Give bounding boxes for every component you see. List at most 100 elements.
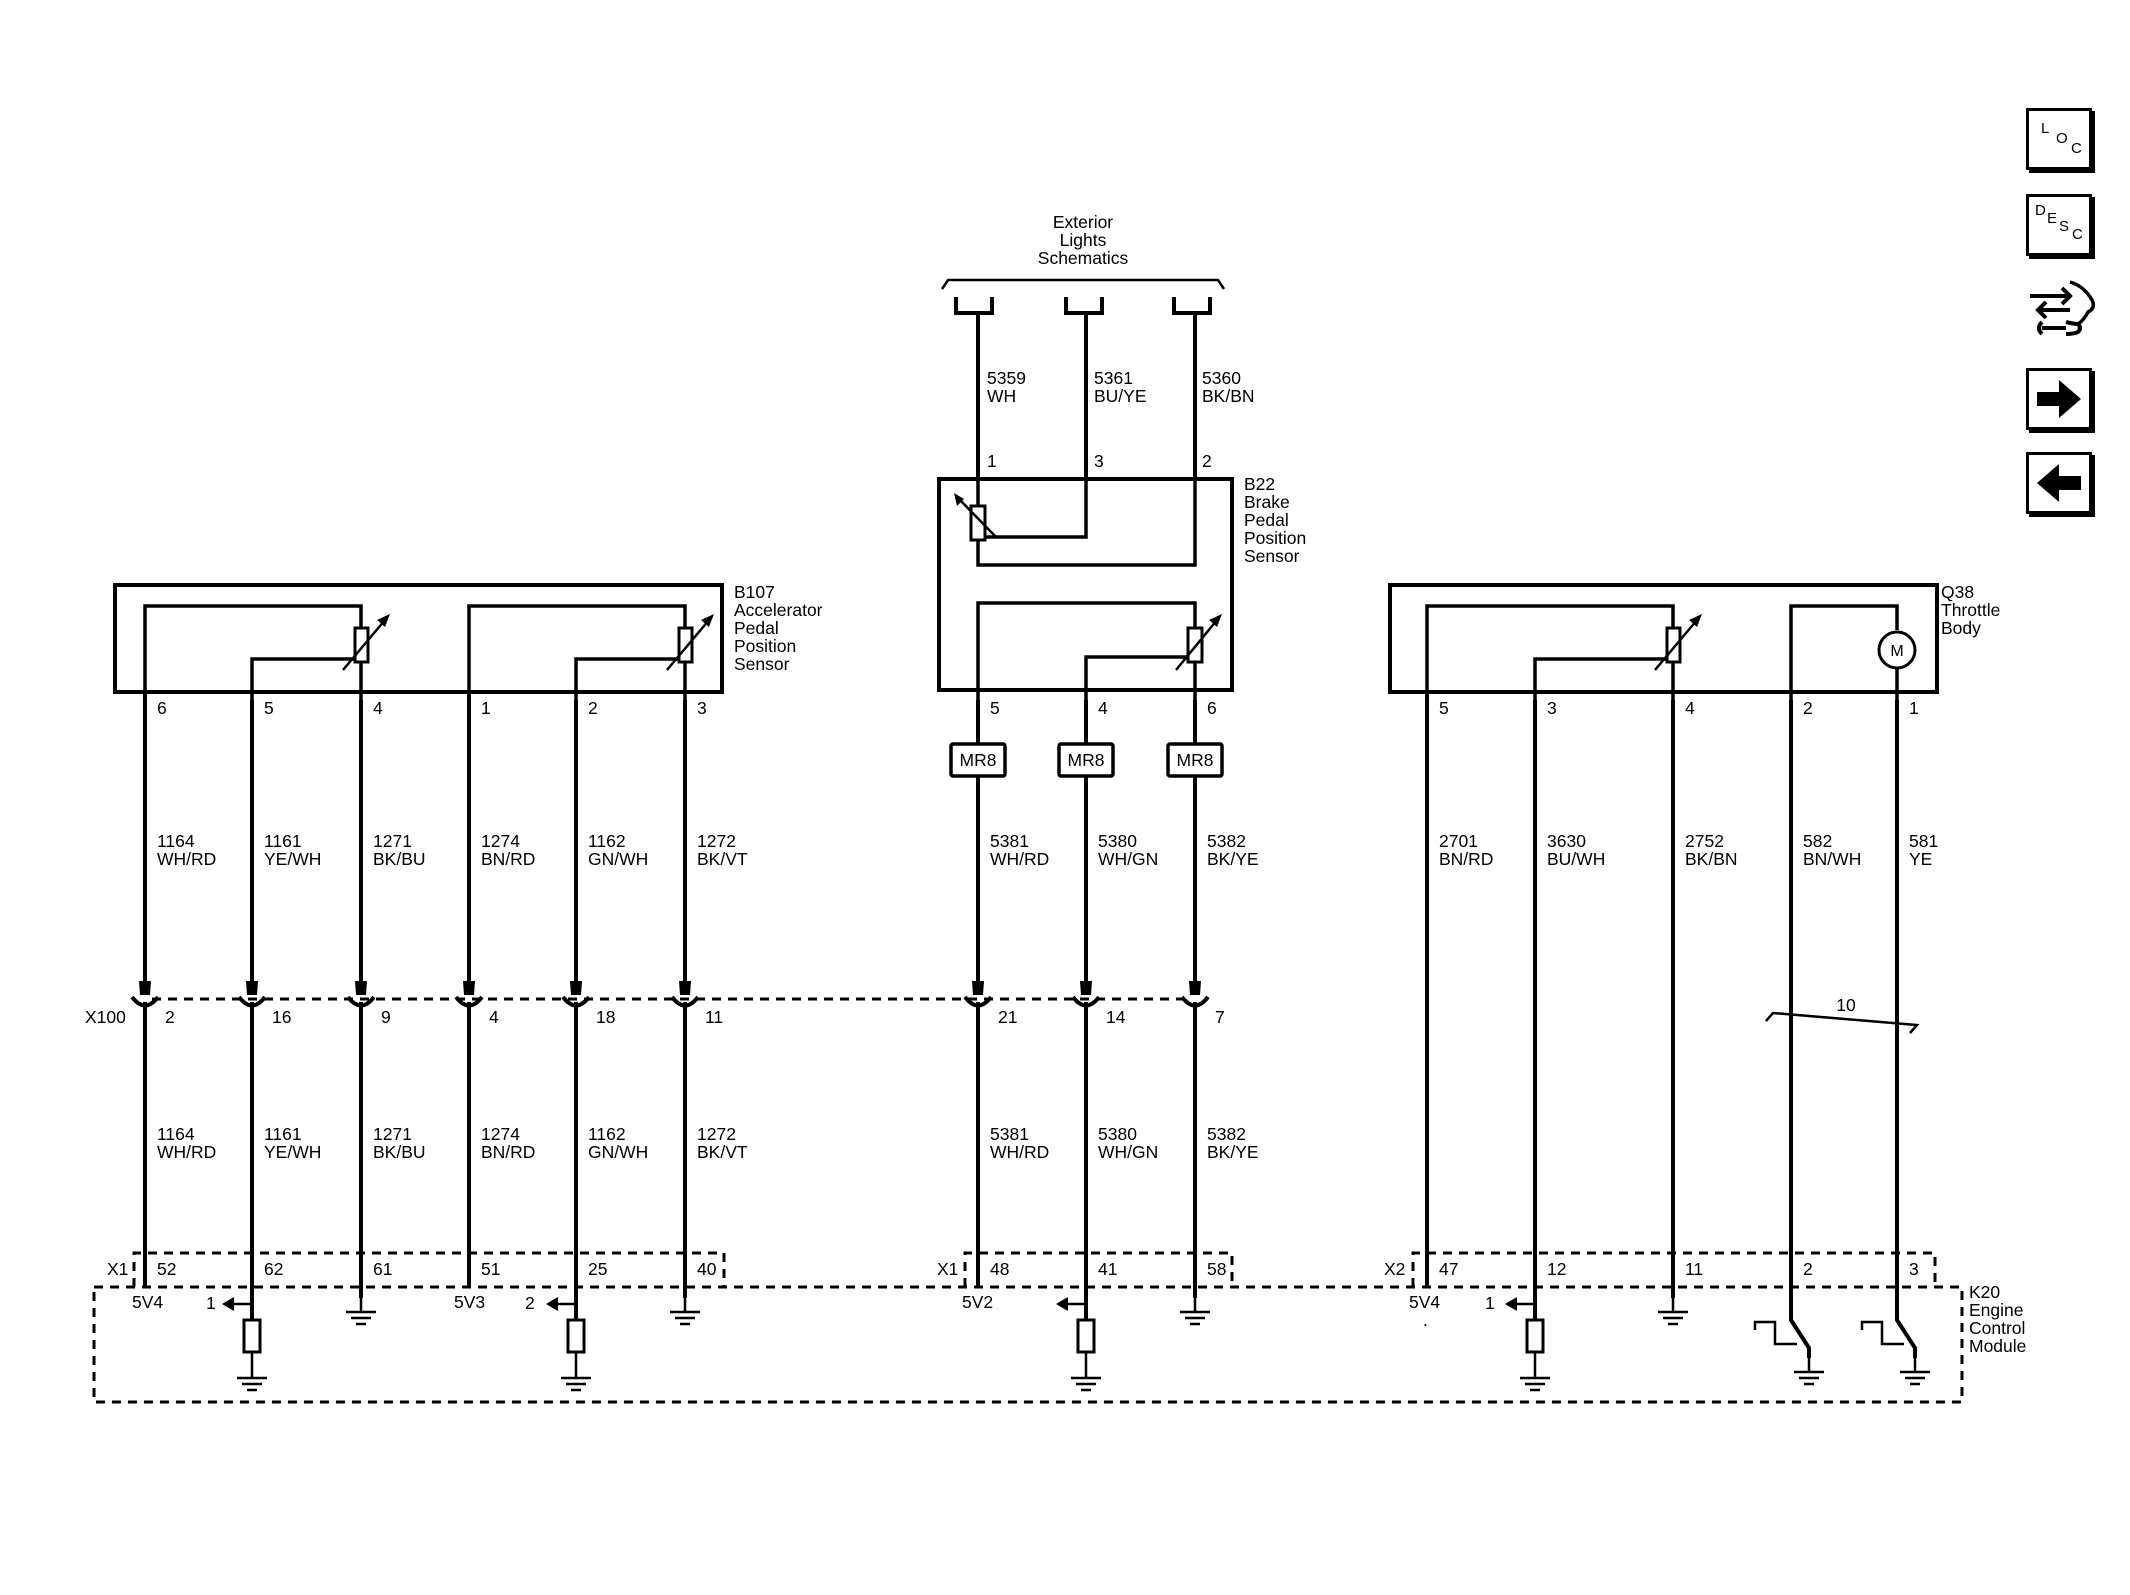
wire-circuit: 5380 bbox=[1098, 1124, 1137, 1144]
k20-engine-control-module[interactable] bbox=[92, 1285, 1964, 1404]
x100-pin bbox=[1080, 981, 1092, 995]
mr8-label: MR8 bbox=[960, 750, 997, 770]
signal-number: 2 bbox=[525, 1293, 535, 1313]
x100-cavity bbox=[130, 995, 160, 1008]
wire-color: WH/GN bbox=[1098, 1142, 1158, 1162]
desc-letter: E bbox=[2047, 210, 2058, 227]
wire-circuit: 2701 bbox=[1439, 831, 1478, 851]
x100-pin-number: 14 bbox=[1106, 1007, 1126, 1027]
b107-housing bbox=[113, 583, 724, 694]
wire-color: WH/RD bbox=[157, 849, 216, 869]
pin-number: 2 bbox=[1202, 451, 1212, 471]
desc-button[interactable]: D E S C bbox=[2026, 194, 2092, 256]
x1-center-label: X1 bbox=[937, 1259, 958, 1279]
b22-label: Sensor bbox=[1244, 546, 1300, 566]
pulldown-resistor bbox=[566, 1318, 586, 1354]
signal-arrow bbox=[1056, 1297, 1068, 1311]
twist-count: 10 bbox=[1836, 995, 1856, 1015]
x100-pin-number: 4 bbox=[489, 1007, 499, 1027]
b22-label: Pedal bbox=[1244, 510, 1289, 530]
sensor-pin-number: 4 bbox=[373, 698, 383, 718]
wire-circuit: 5360 bbox=[1202, 368, 1241, 388]
ecm-internal-circuits bbox=[222, 1287, 1932, 1392]
wire-color: BN/RD bbox=[481, 1142, 535, 1162]
x100-pin bbox=[355, 981, 367, 995]
previous-page-button[interactable] bbox=[2026, 452, 2092, 514]
x100-pin-number: 21 bbox=[998, 1007, 1017, 1027]
motor-symbol: M bbox=[1890, 643, 1903, 660]
b22-label: B22 bbox=[1244, 474, 1275, 494]
ground-symbol bbox=[668, 1296, 702, 1326]
sensor-pin-number: 6 bbox=[157, 698, 167, 718]
wire-circuit: 1161 bbox=[264, 831, 302, 851]
ecm-pin-number: 51 bbox=[481, 1259, 500, 1279]
ecm-pin-number: 11 bbox=[1685, 1259, 1703, 1279]
wire-circuit: 1161 bbox=[264, 1124, 302, 1144]
k20-label: Module bbox=[1969, 1336, 2026, 1356]
exterior-lights-reference[interactable]: Exterior Lights Schematics bbox=[940, 212, 1226, 290]
x100-pin-number: 11 bbox=[705, 1007, 723, 1027]
wire-circuit: 3630 bbox=[1547, 831, 1586, 851]
ecm-pin-number: 3 bbox=[1909, 1259, 1919, 1279]
wire-color: BU/YE bbox=[1094, 386, 1147, 406]
x100-cavity bbox=[346, 995, 376, 1008]
wire-color: WH/RD bbox=[157, 1142, 216, 1162]
ecm-pin-number: 62 bbox=[264, 1259, 283, 1279]
sensor-pin-number: 2 bbox=[1803, 698, 1813, 718]
loc-button[interactable]: L O C bbox=[2026, 108, 2092, 170]
wire-circuit: 1274 bbox=[481, 1124, 520, 1144]
b107-accelerator-pedal-position-sensor[interactable] bbox=[113, 583, 724, 700]
wire-color: WH/GN bbox=[1098, 849, 1158, 869]
wire-color: BK/YE bbox=[1207, 1142, 1259, 1162]
mr8-splice bbox=[949, 742, 1007, 778]
ecm-pin-number: 2 bbox=[1803, 1259, 1813, 1279]
pin-number: 3 bbox=[1094, 451, 1104, 471]
mr8-splice bbox=[1057, 742, 1115, 778]
exterior-lights-title-line: Lights bbox=[1060, 230, 1107, 250]
pulldown-resistor bbox=[242, 1318, 262, 1354]
k20-label: K20 bbox=[1969, 1282, 2000, 1302]
b107-label: Sensor bbox=[734, 654, 790, 674]
wire-circuit: 581 bbox=[1909, 831, 1938, 851]
wire-color: BU/WH bbox=[1547, 849, 1605, 869]
pin-number: 1 bbox=[987, 451, 997, 471]
reference-voltage: 5V3 bbox=[454, 1292, 485, 1312]
signal-arrow bbox=[1505, 1297, 1517, 1311]
exterior-lights-connectors bbox=[954, 297, 1212, 315]
x100-pin bbox=[1189, 981, 1201, 995]
wire-color: WH bbox=[987, 386, 1016, 406]
q38-housing bbox=[1388, 583, 1939, 694]
sensor-pin-number: 1 bbox=[481, 698, 491, 718]
wire-color: BK/BU bbox=[373, 1142, 426, 1162]
wire-circuit: 5382 bbox=[1207, 831, 1246, 851]
sensor-pin-number: 6 bbox=[1207, 698, 1217, 718]
wire-color: BK/VT bbox=[697, 1142, 748, 1162]
driver-control bbox=[1753, 1320, 1797, 1346]
x100-pin bbox=[246, 981, 258, 995]
x100-cavity bbox=[1071, 995, 1101, 1008]
x2-label: X2 bbox=[1384, 1259, 1405, 1279]
pulldown-resistor bbox=[1076, 1318, 1096, 1354]
wire-color: GN/WH bbox=[588, 849, 648, 869]
q38-label: Body bbox=[1941, 618, 1981, 638]
wire-circuit: 5380 bbox=[1098, 831, 1137, 851]
wires: 1164WH/RD1164WH/RD6521161YE/WH1161YE/WH5… bbox=[143, 313, 1938, 1287]
wire-circuit: 5382 bbox=[1207, 1124, 1246, 1144]
b107-label: Pedal bbox=[734, 618, 779, 638]
wire-color: BK/VT bbox=[697, 849, 748, 869]
b22-label: Brake bbox=[1244, 492, 1290, 512]
reference-voltage: 5V2 bbox=[962, 1292, 993, 1312]
diagnostic-tool-button[interactable] bbox=[2026, 276, 2098, 344]
k20-label: Engine bbox=[1969, 1300, 2024, 1320]
component-labels: B107 Accelerator Pedal Position Sensor B… bbox=[734, 474, 2026, 1356]
next-page-button[interactable] bbox=[2026, 368, 2092, 430]
ecm-pin-number: 40 bbox=[697, 1259, 717, 1279]
x100-pin-number: 9 bbox=[381, 1007, 391, 1027]
wire-color: BN/WH bbox=[1803, 849, 1861, 869]
sensor-pin-number: 4 bbox=[1098, 698, 1108, 718]
x100-pin bbox=[463, 981, 475, 995]
q38-throttle-body[interactable]: M bbox=[1388, 583, 1939, 700]
x100-pin-number: 18 bbox=[596, 1007, 615, 1027]
x100-pin-number: 16 bbox=[272, 1007, 291, 1027]
